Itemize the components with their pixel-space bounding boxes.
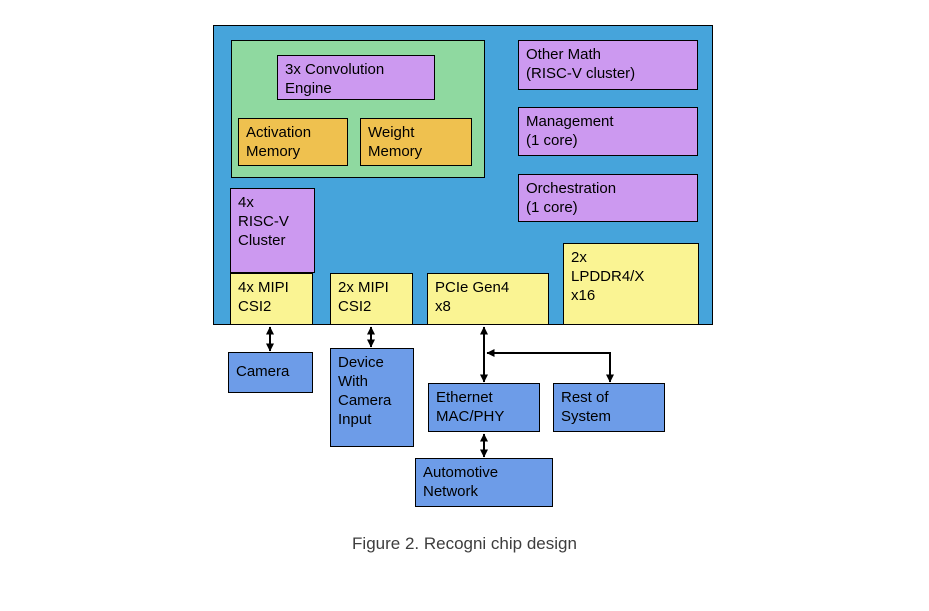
other-math-block: Other Math (RISC-V cluster) — [518, 40, 698, 90]
rest-of-system-block: Rest of System — [553, 383, 665, 432]
convolution-engine-block: 3x Convolution Engine — [277, 55, 435, 100]
device-with-camera-input-block: Device With Camera Input — [330, 348, 414, 447]
figure-caption: Figure 2. Recogni chip design — [352, 534, 577, 553]
weight-memory-block: Weight Memory — [360, 118, 472, 166]
pcie-gen4-block: PCIe Gen4 x8 — [427, 273, 549, 325]
arrow-pcie-rest-of-system — [486, 349, 614, 383]
orchestration-block: Orchestration (1 core) — [518, 174, 698, 222]
camera-block: Camera — [228, 352, 313, 393]
riscv-cluster-block: 4x RISC-V Cluster — [230, 188, 315, 273]
management-block: Management (1 core) — [518, 107, 698, 156]
ethernet-mac-phy-block: Ethernet MAC/PHY — [428, 383, 540, 432]
automotive-network-block: Automotive Network — [415, 458, 553, 507]
activation-memory-block: Activation Memory — [238, 118, 348, 166]
lpddr4x-block: 2x LPDDR4/X x16 — [563, 243, 699, 325]
mipi-csi2-2x-block: 2x MIPI CSI2 — [330, 273, 413, 325]
mipi-csi2-4x-block: 4x MIPI CSI2 — [230, 273, 313, 325]
